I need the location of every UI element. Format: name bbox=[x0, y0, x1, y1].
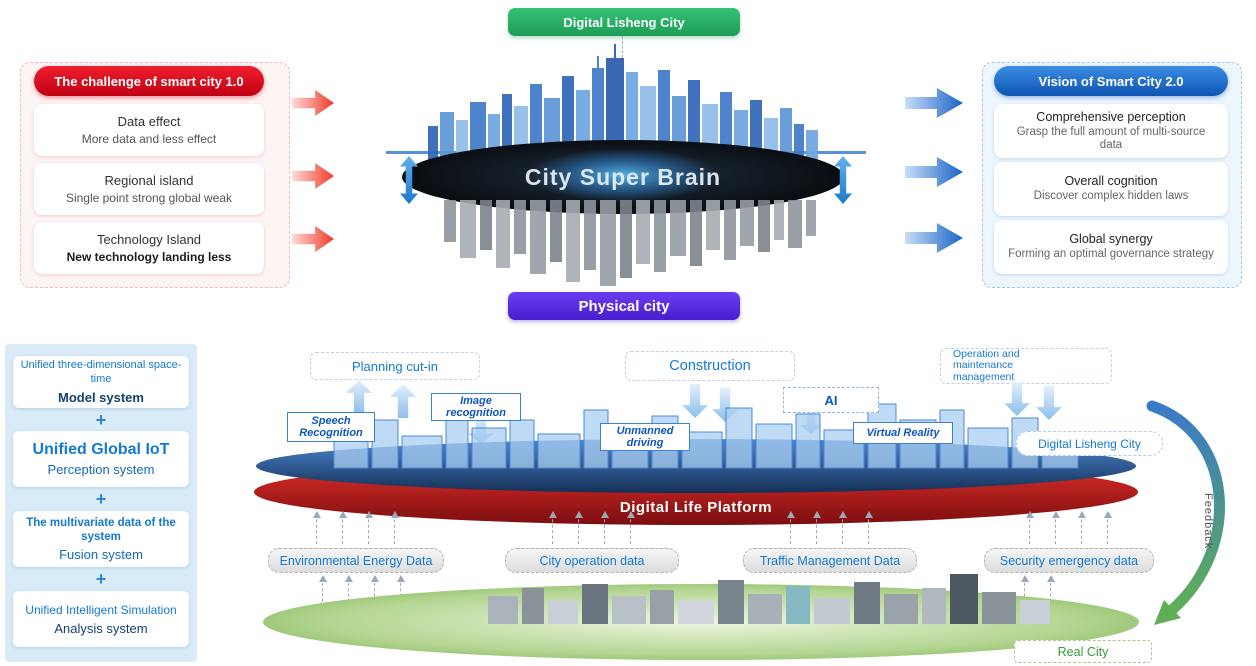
tech-image-recognition: Image recognition bbox=[431, 393, 521, 421]
vision-item-title: Overall cognition bbox=[1064, 174, 1158, 189]
plus-icon: + bbox=[95, 489, 107, 509]
vision-title: Vision of Smart City 2.0 bbox=[994, 66, 1228, 96]
vision-item: Overall cognition Discover complex hidde… bbox=[994, 162, 1228, 216]
system-item: Unified Intelligent Simulation Analysis … bbox=[13, 591, 189, 647]
tech-ai: AI bbox=[783, 387, 879, 413]
system-item-line2: Model system bbox=[58, 389, 144, 405]
red-arrow-icon bbox=[292, 163, 334, 189]
plus-icon: + bbox=[95, 569, 107, 589]
blue-arrow-icon bbox=[905, 88, 963, 118]
city-super-brain-illustration: City Super Brain bbox=[386, 34, 866, 290]
challenge-item-subtitle: New technology landing less bbox=[66, 250, 232, 264]
system-item-line1: Unified Intelligent Simulation bbox=[25, 602, 177, 617]
data-flow-arrow-icon bbox=[600, 511, 609, 544]
system-item-line1: Unified three-dimensional space-time bbox=[20, 359, 182, 385]
challenge-item-subtitle: More data and less effect bbox=[81, 132, 217, 146]
digital-city-badge: Digital Lisheng City bbox=[508, 8, 740, 36]
data-flow-arrow-icon bbox=[1103, 511, 1112, 544]
data-flow-arrow-icon bbox=[1025, 511, 1034, 544]
blue-arrow-icon bbox=[905, 223, 963, 253]
data-flow-arrow-icon bbox=[864, 511, 873, 544]
data-flow-arrow-icon bbox=[1077, 511, 1086, 544]
data-flow-arrow-icon bbox=[812, 511, 821, 544]
challenge-item-title: Technology Island bbox=[96, 232, 202, 247]
data-flow-arrow-icon bbox=[548, 511, 557, 544]
digital-platform-illustration: Digital Life Platform bbox=[250, 390, 1142, 536]
data-flow-arrow-icon bbox=[626, 511, 635, 544]
data-source-city-operation: City operation data bbox=[505, 548, 679, 573]
system-item: The multivariate data of the system Fusi… bbox=[13, 511, 189, 567]
phase-planning: Planning cut-in bbox=[310, 352, 480, 380]
data-flow-arrow-icon bbox=[338, 511, 347, 544]
data-flow-arrow-icon bbox=[364, 511, 373, 544]
challenge-item: Regional island Single point strong glob… bbox=[34, 163, 264, 215]
phase-operation: Operation and maintenance management bbox=[940, 348, 1112, 384]
challenge-item-subtitle: Single point strong global weak bbox=[65, 191, 233, 205]
challenge-item-title: Regional island bbox=[104, 173, 194, 188]
system-item-line1: Unified Global IoT bbox=[32, 441, 170, 458]
tech-unmanned-driving: Unmanned driving bbox=[600, 423, 690, 451]
system-item-line2: Fusion system bbox=[59, 547, 143, 563]
system-item: Unified three-dimensional space-time Mod… bbox=[13, 356, 189, 408]
data-flow-arrow-icon bbox=[1051, 511, 1060, 544]
feedback-label: Feedback bbox=[1202, 493, 1214, 550]
data-flow-arrow-icon bbox=[312, 511, 321, 544]
vision-item-subtitle: Grasp the full amount of multi-source da… bbox=[1016, 125, 1206, 151]
challenge-item-title: Data effect bbox=[117, 114, 181, 129]
tech-virtual-reality: Virtual Reality bbox=[853, 422, 953, 444]
tech-speech-recognition: Speech Recognition bbox=[287, 412, 375, 442]
physical-city-badge: Physical city bbox=[508, 292, 740, 320]
vision-item: Global synergy Forming an optimal govern… bbox=[994, 220, 1228, 274]
vision-item-subtitle: Forming an optimal governance strategy bbox=[1008, 248, 1214, 261]
challenge-item: Technology Island New technology landing… bbox=[34, 222, 264, 274]
system-item-line2: Analysis system bbox=[54, 620, 148, 636]
system-item-line1: The multivariate data of the system bbox=[26, 516, 176, 543]
vision-item-title: Comprehensive perception bbox=[1036, 109, 1186, 124]
super-brain-label: City Super Brain bbox=[525, 164, 721, 190]
real-city-label: Real City bbox=[1014, 640, 1152, 663]
data-flow-arrow-icon bbox=[390, 511, 399, 544]
platform-banner-label: Digital Life Platform bbox=[620, 499, 772, 516]
vision-item: Comprehensive perception Grasp the full … bbox=[994, 104, 1228, 158]
feedback-arrow-icon bbox=[1138, 398, 1256, 638]
plus-icon: + bbox=[95, 410, 107, 430]
data-flow-arrow-icon bbox=[786, 511, 795, 544]
phase-construction: Construction bbox=[625, 351, 795, 381]
data-source-security: Security emergency data bbox=[984, 548, 1154, 573]
real-city-illustration bbox=[258, 566, 1144, 664]
digital-lisheng-city-label: Digital Lisheng City bbox=[1016, 431, 1163, 456]
data-flow-arrow-icon bbox=[838, 511, 847, 544]
blue-arrow-icon bbox=[905, 157, 963, 187]
challenge-title: The challenge of smart city 1.0 bbox=[34, 66, 264, 96]
system-item-line2: Perception system bbox=[47, 462, 155, 477]
vision-item-subtitle: Discover complex hidden laws bbox=[1033, 190, 1189, 203]
vision-item-title: Global synergy bbox=[1069, 232, 1153, 247]
system-item: Unified Global IoT Perception system bbox=[13, 431, 189, 487]
badge-connector-line bbox=[622, 36, 623, 58]
data-source-traffic: Traffic Management Data bbox=[743, 548, 917, 573]
data-flow-arrow-icon bbox=[574, 511, 583, 544]
challenge-item: Data effect More data and less effect bbox=[34, 104, 264, 156]
red-arrow-icon bbox=[292, 90, 334, 116]
data-source-environment: Environmental Energy Data bbox=[268, 548, 444, 573]
red-arrow-icon bbox=[292, 226, 334, 252]
